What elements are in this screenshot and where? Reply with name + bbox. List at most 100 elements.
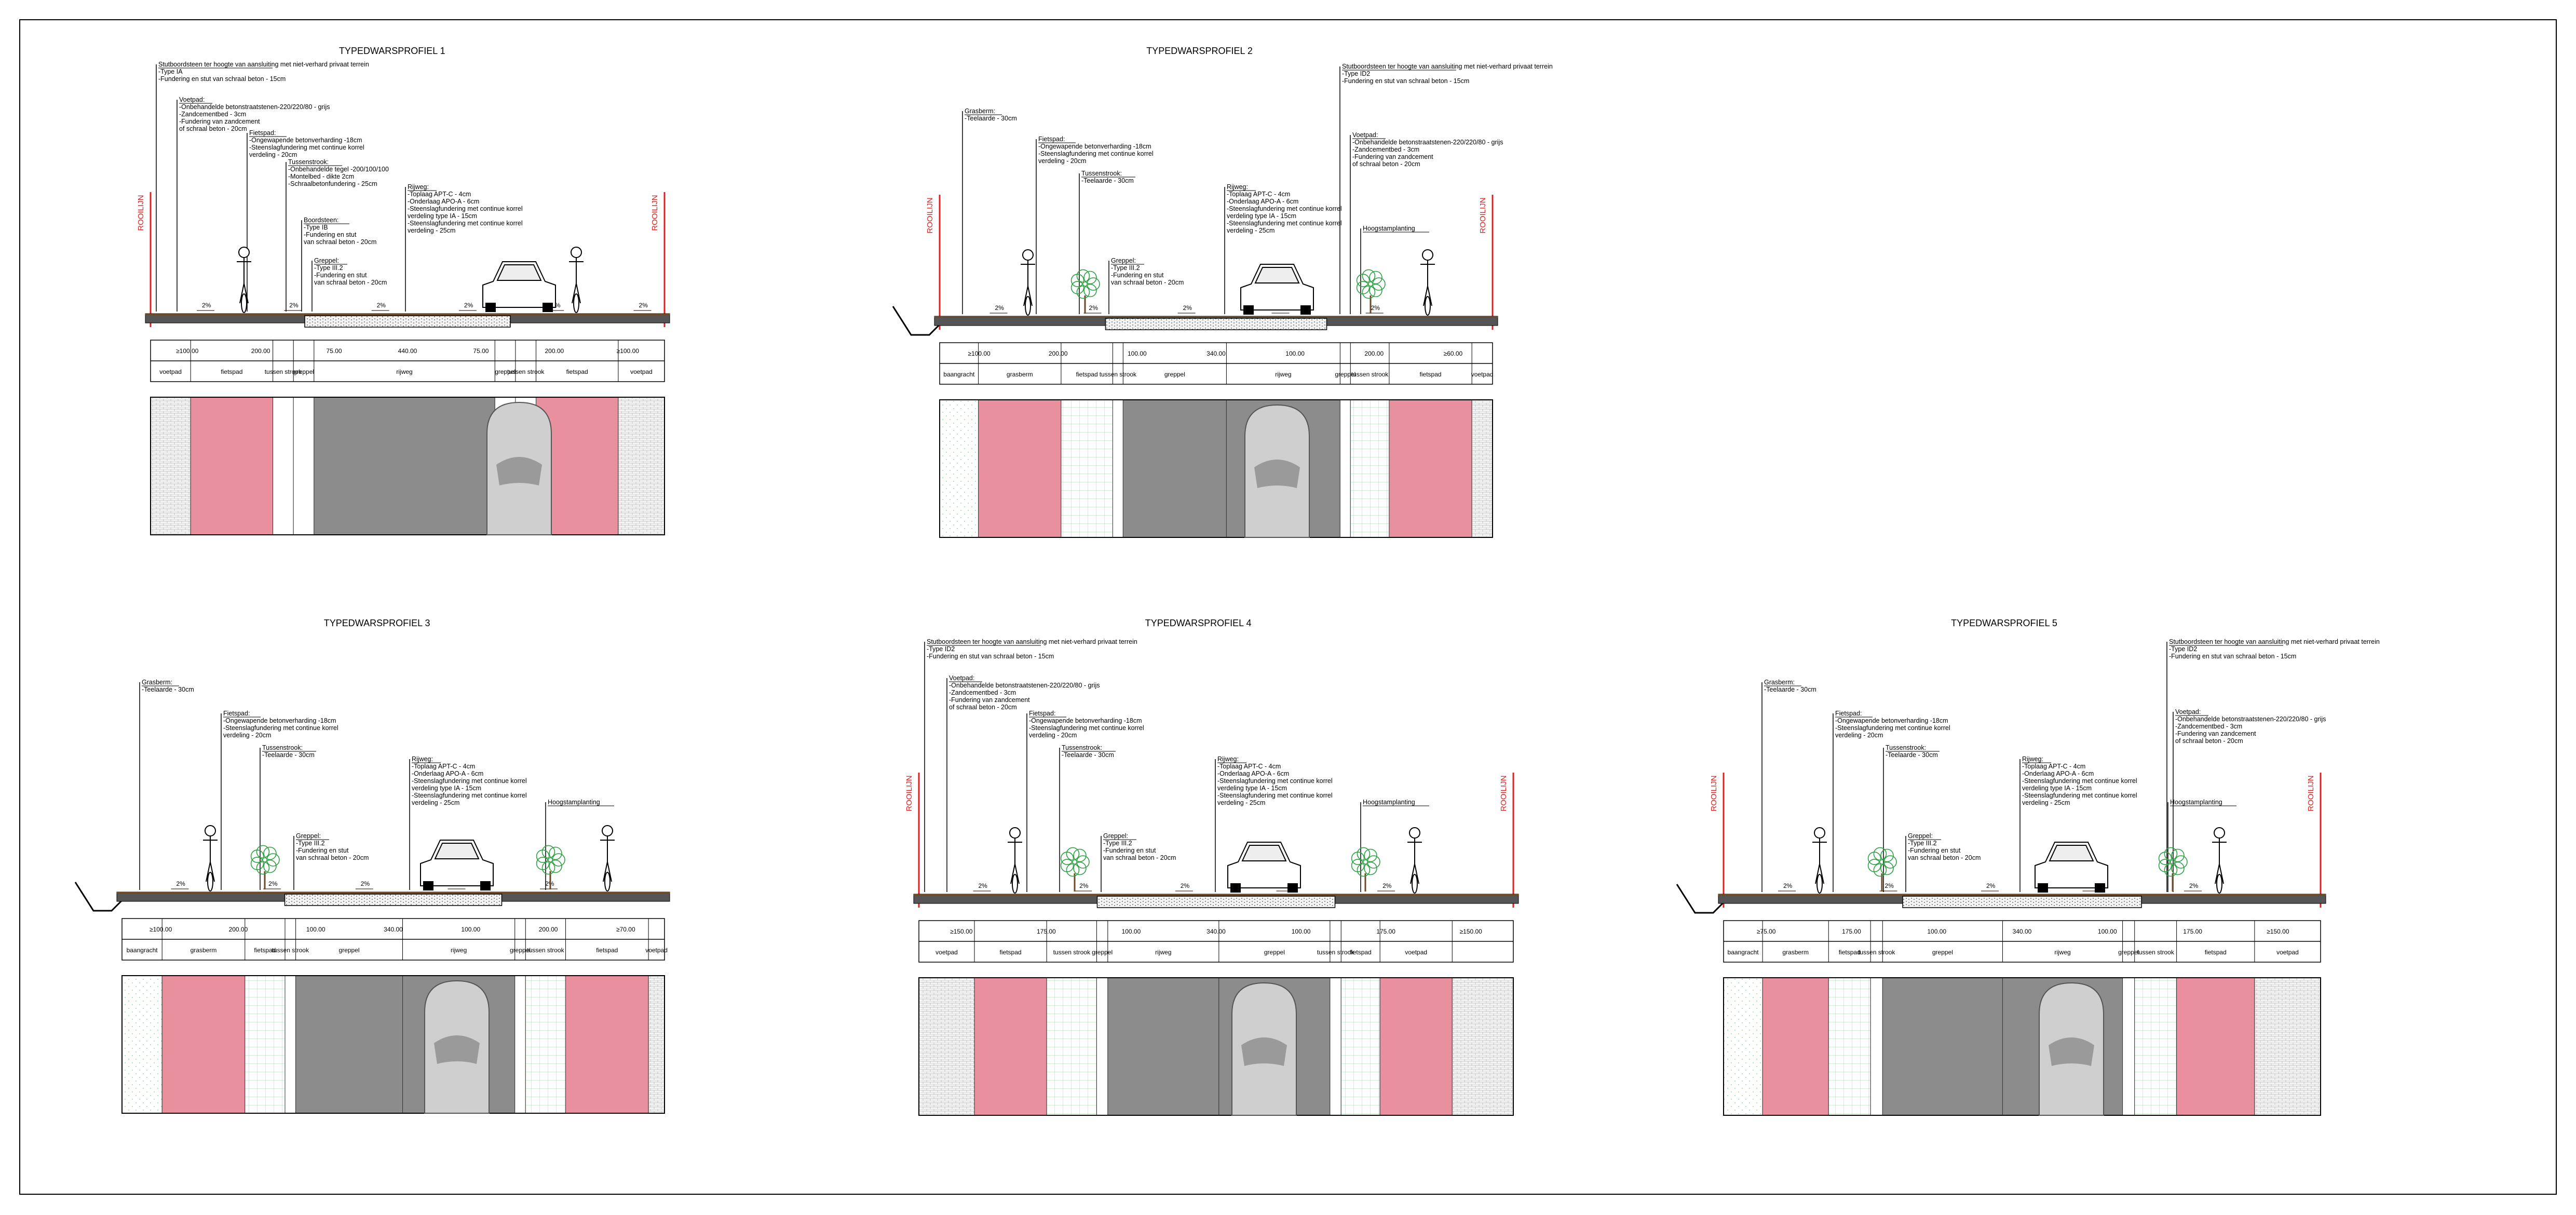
annotation-line: -Steenslagfundering met continue korrel [2022, 792, 2137, 799]
annotation-line: -Fundering en stut [304, 231, 357, 238]
plan-band-white [1339, 399, 1351, 538]
profile-title: TYPEDWARSPROFIEL 2 [1146, 46, 1253, 56]
annotation-heading: Tussenstrook: [1081, 170, 1122, 177]
slope-label: 2% [268, 880, 278, 887]
surface-layer [914, 894, 1519, 896]
profile-title: TYPEDWARSPROFIEL 4 [1145, 618, 1252, 628]
rooilijn-label: ROOILIJN [2307, 775, 2315, 811]
annotation-heading: Rijweg: [412, 755, 433, 763]
plan-band-white [273, 397, 294, 535]
dimension-value: 175.00 [1037, 928, 1056, 935]
band-name: greppel [339, 947, 360, 954]
car-wheel [423, 881, 433, 890]
dimension-value: 100.00 [2098, 928, 2117, 935]
band-name: baangracht [127, 947, 158, 954]
plan-band-brick [618, 397, 665, 535]
bicycle-wheel [241, 293, 247, 313]
band-name: voetpad [936, 949, 958, 956]
annotation-line: of schraal beton - 20cm [949, 704, 1017, 711]
annotation-heading: Fietspad: [1038, 136, 1065, 143]
tree-foliage [2164, 847, 2178, 861]
annotation-line: -Steenslagfundering met continue korrel [412, 777, 527, 785]
band-name: rijweg [396, 368, 412, 375]
band-name: voetpad [1471, 371, 1494, 378]
plan-band-white [2122, 977, 2135, 1116]
plan-band-brick [1452, 977, 1514, 1116]
annotation-line: -Toplaag APT-C - 4cm [2022, 763, 2085, 770]
car-front-view [420, 840, 494, 890]
band-name: voetpad [2276, 949, 2299, 956]
profile-title: TYPEDWARSPROFIEL 1 [339, 46, 445, 56]
annotation-line: -Steenslagfundering met continue korrel [412, 792, 527, 799]
annotation-heading: Hoogstamplanting [1363, 225, 1415, 232]
plan-band-white [1112, 399, 1123, 538]
profile-title: TYPEDWARSPROFIEL 5 [1951, 618, 2057, 628]
annotation-line: -Steenslagfundering met continue korrel [408, 205, 523, 212]
dimension-value: 200.00 [229, 926, 248, 933]
annotation-line: -Toplaag APT-C - 4cm [408, 191, 471, 198]
cyclist-figure [237, 247, 251, 313]
annotation-heading: Rijweg: [1227, 183, 1248, 191]
plan-band-dots [121, 975, 162, 1114]
band-name: voetpad [159, 368, 182, 375]
car-windscreen-top [496, 457, 542, 485]
annotation-line: -Onbehandelde betonstraatstenen-220/220/… [179, 103, 330, 111]
cyclist-figure [1008, 827, 1022, 894]
bicycle-wheel [1025, 296, 1031, 316]
annotation-heading: Hoogstamplanting [548, 799, 600, 806]
annotation-line: van schraal beton - 20cm [1908, 854, 1981, 861]
tree-foliage [256, 861, 270, 875]
annotation-line: -Onderlaag APO-A - 6cm [2022, 770, 2094, 777]
car-top-view [2039, 982, 2104, 1116]
band-name: tussen strook [507, 368, 545, 375]
band-name: grasberm [191, 947, 217, 954]
rooilijn-label: ROOILIJN [905, 775, 914, 811]
tree-foliage [1880, 848, 1894, 862]
dimension-value: 75.00 [327, 347, 342, 355]
annotation-heading: Fietspad: [1835, 710, 1862, 717]
car-wheel [543, 303, 553, 312]
band-name: greppel [1335, 371, 1355, 378]
band-name: voetpad [630, 368, 653, 375]
plan-band-pink [1762, 977, 1829, 1116]
car-wheel [480, 881, 491, 890]
plan-band-grid [2134, 977, 2177, 1116]
annotation-heading: Greppel: [296, 832, 321, 840]
annotation-line: -Teelaarde - 30cm [1081, 177, 1134, 184]
plan-band-pink [1389, 399, 1472, 538]
plan-band-grid [1340, 977, 1380, 1116]
annotation-line: -Fundering van zandcement [2175, 730, 2256, 737]
annotation-line: -Ongewapende betonverharding -18cm [223, 717, 336, 724]
annotation-line: verdeling - 25cm [412, 799, 459, 806]
annotation-line: -Montelbed - dikte 2cm [288, 173, 354, 180]
annotation-heading: Tussenstrook: [1062, 744, 1102, 751]
annotation-line: verdeling type IA - 15cm [412, 785, 481, 792]
plan-band-gray [1882, 977, 2003, 1116]
car-windshield [496, 264, 542, 281]
slope-label: 2% [202, 302, 211, 309]
tree-foliage [541, 861, 555, 875]
bicycle-wheel [1425, 296, 1431, 316]
car-front-view [482, 261, 556, 312]
cyclist-figure [1812, 827, 1827, 894]
surface-layer [117, 892, 670, 894]
cyclist-figure [2212, 827, 2227, 894]
tree-foliage [1351, 852, 1365, 865]
cyclist-body [569, 258, 584, 304]
road-foundation [1096, 896, 1336, 908]
band-name: fietspad [1076, 371, 1098, 378]
slope-label: 2% [1181, 882, 1190, 889]
tree-icon [1867, 847, 1897, 892]
tree-foliage [1372, 277, 1386, 291]
annotation-line: verdeling - 25cm [1227, 227, 1275, 234]
annotation-line: -Type III.2 [1908, 840, 1937, 847]
annotation-line: -Type III.2 [314, 264, 343, 272]
tree-foliage [541, 845, 555, 859]
annotation-heading: Grasberm: [142, 679, 172, 686]
tree-foliage [1362, 269, 1376, 283]
slope-label: 2% [2189, 882, 2199, 889]
dimension-value: ≥70.00 [616, 926, 635, 933]
tree-foliage [2158, 859, 2172, 872]
dimension-value: 100.00 [1128, 350, 1147, 357]
